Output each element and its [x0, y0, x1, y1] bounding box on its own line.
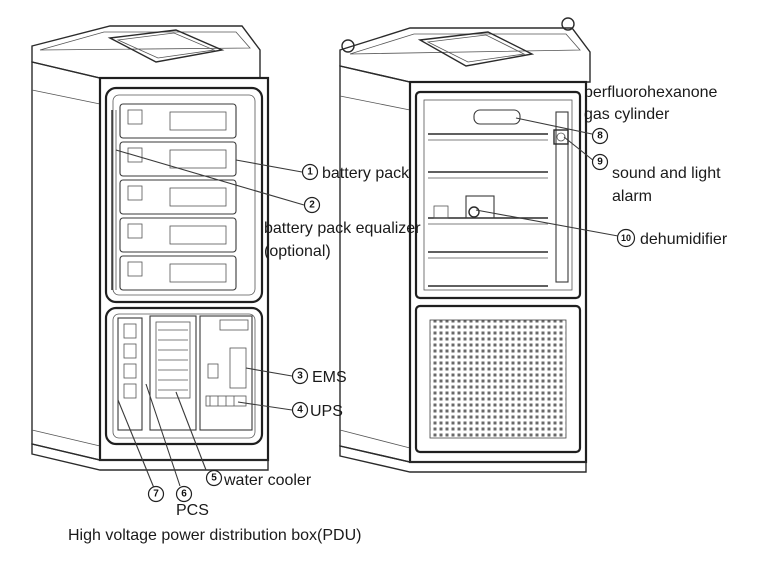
- callout-2: 2: [303, 196, 321, 214]
- label-pdu: High voltage power distribution box(PDU): [68, 527, 361, 544]
- callout-9-number: 9: [597, 157, 603, 168]
- label-battery-pack-equalizer: battery pack equalizer: [264, 220, 421, 237]
- label-ems: EMS: [312, 369, 347, 386]
- label-perfluorohexanone: perfluorohexanone: [584, 84, 718, 101]
- callout-7: 7: [147, 485, 165, 503]
- callout-4-number: 4: [297, 405, 303, 416]
- callout-10: 10: [616, 228, 636, 248]
- callout-6: 6: [175, 485, 193, 503]
- callout-10-number: 10: [621, 233, 631, 243]
- label-dehumidifier: dehumidifier: [640, 231, 728, 248]
- label-gas-cylinder: gas cylinder: [584, 106, 670, 123]
- label-equalizer-optional: (optional): [264, 243, 331, 260]
- callout-4: 4: [291, 401, 309, 419]
- label-water-cooler: water cooler: [223, 472, 312, 489]
- callout-7-number: 7: [153, 489, 159, 500]
- right-cabinet: [339, 17, 591, 473]
- label-pcs: PCS: [176, 502, 209, 519]
- callout-5: 5: [205, 469, 223, 487]
- label-battery-pack: battery pack: [322, 165, 410, 182]
- callout-6-number: 6: [181, 489, 187, 500]
- callout-5-number: 5: [211, 473, 217, 484]
- label-ups: UPS: [310, 403, 343, 420]
- callout-9: 9: [591, 153, 609, 171]
- label-sound-and-light: sound and light: [612, 165, 721, 182]
- callout-2-number: 2: [309, 200, 315, 211]
- battery-packs: [119, 103, 237, 291]
- callout-3: 3: [291, 367, 309, 385]
- callout-8-number: 8: [597, 131, 603, 142]
- callout-1-number: 1: [307, 167, 313, 178]
- left-cabinet: [31, 25, 270, 471]
- leader-lines: [115, 117, 619, 489]
- callout-3-number: 3: [297, 371, 303, 382]
- callout-8: 8: [591, 127, 609, 145]
- callout-1: 1: [301, 163, 319, 181]
- label-alarm: alarm: [612, 188, 652, 205]
